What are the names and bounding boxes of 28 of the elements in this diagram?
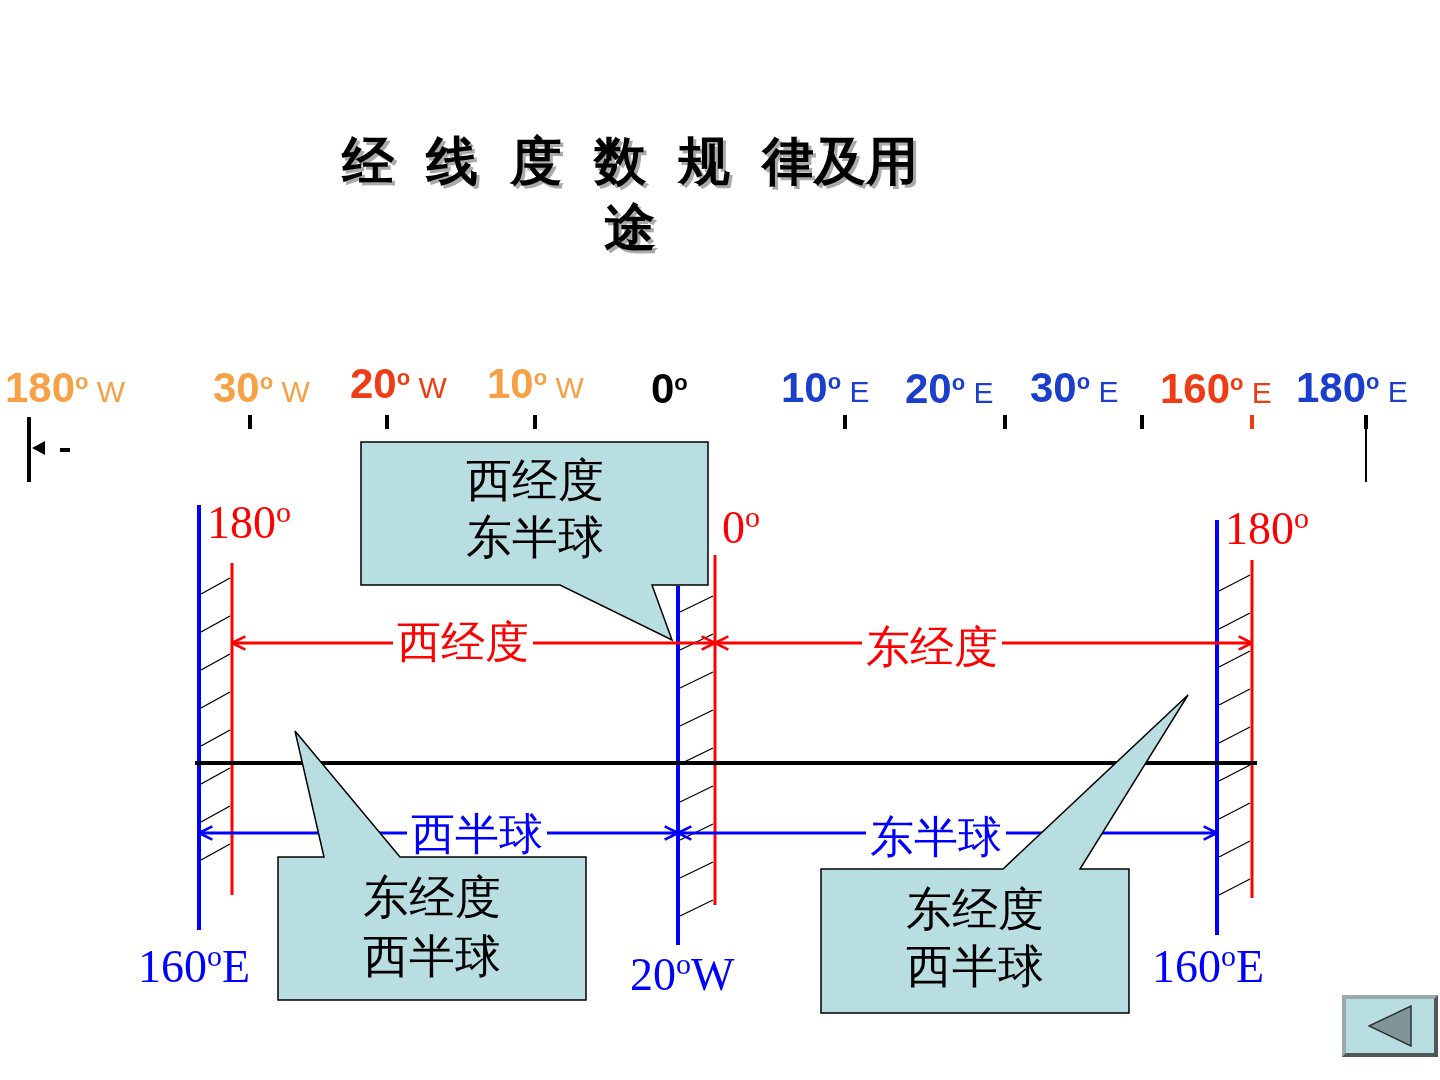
meridian-label: 20$^{o}$W xyxy=(630,952,735,998)
longitude-label: 160$^{o}$ E xyxy=(1160,368,1272,410)
longitude-label: 10$^{o}$ E xyxy=(781,367,870,409)
meridian-label: 180$^{o}$ xyxy=(207,500,291,546)
longitude-label: 0$^{o}$ xyxy=(651,368,688,410)
meridian-label: 160$^{o}$E xyxy=(1152,944,1265,990)
span-label: 东经度 xyxy=(862,625,1002,669)
longitude-label: 20$^{o}$ W xyxy=(350,363,447,405)
callout-text: 西半球 xyxy=(906,943,1044,989)
callout-text: 东经度 xyxy=(363,874,501,920)
meridian-label: 180$^{o}$ xyxy=(1225,506,1309,552)
title: 经 线 度 数 规 律及用途 xyxy=(340,130,920,259)
span-label: 东半球 xyxy=(866,815,1006,859)
longitude-label: 180$^{o}$ W xyxy=(5,367,126,409)
longitude-label: 30$^{o}$ W xyxy=(213,367,310,409)
longitude-label: 30$^{o}$ E xyxy=(1030,367,1119,409)
longitude-label: 10$^{o}$ W xyxy=(487,363,584,405)
span-label: 西半球 xyxy=(407,812,547,856)
callout-text: 东半球 xyxy=(466,514,604,560)
span-label: 西经度 xyxy=(393,620,533,664)
meridian-label: 0$^{o}$ xyxy=(722,505,760,551)
callout-text: 西半球 xyxy=(363,933,501,979)
longitude-label: 20$^{o}$ E xyxy=(905,368,994,410)
longitude-label: 180$^{o}$ E xyxy=(1296,367,1408,409)
meridian-label: 160$^{o}$E xyxy=(138,944,251,990)
callout-bubble xyxy=(277,730,587,1001)
callout-text: 西经度 xyxy=(466,457,604,503)
callout-text: 东经度 xyxy=(906,886,1044,932)
